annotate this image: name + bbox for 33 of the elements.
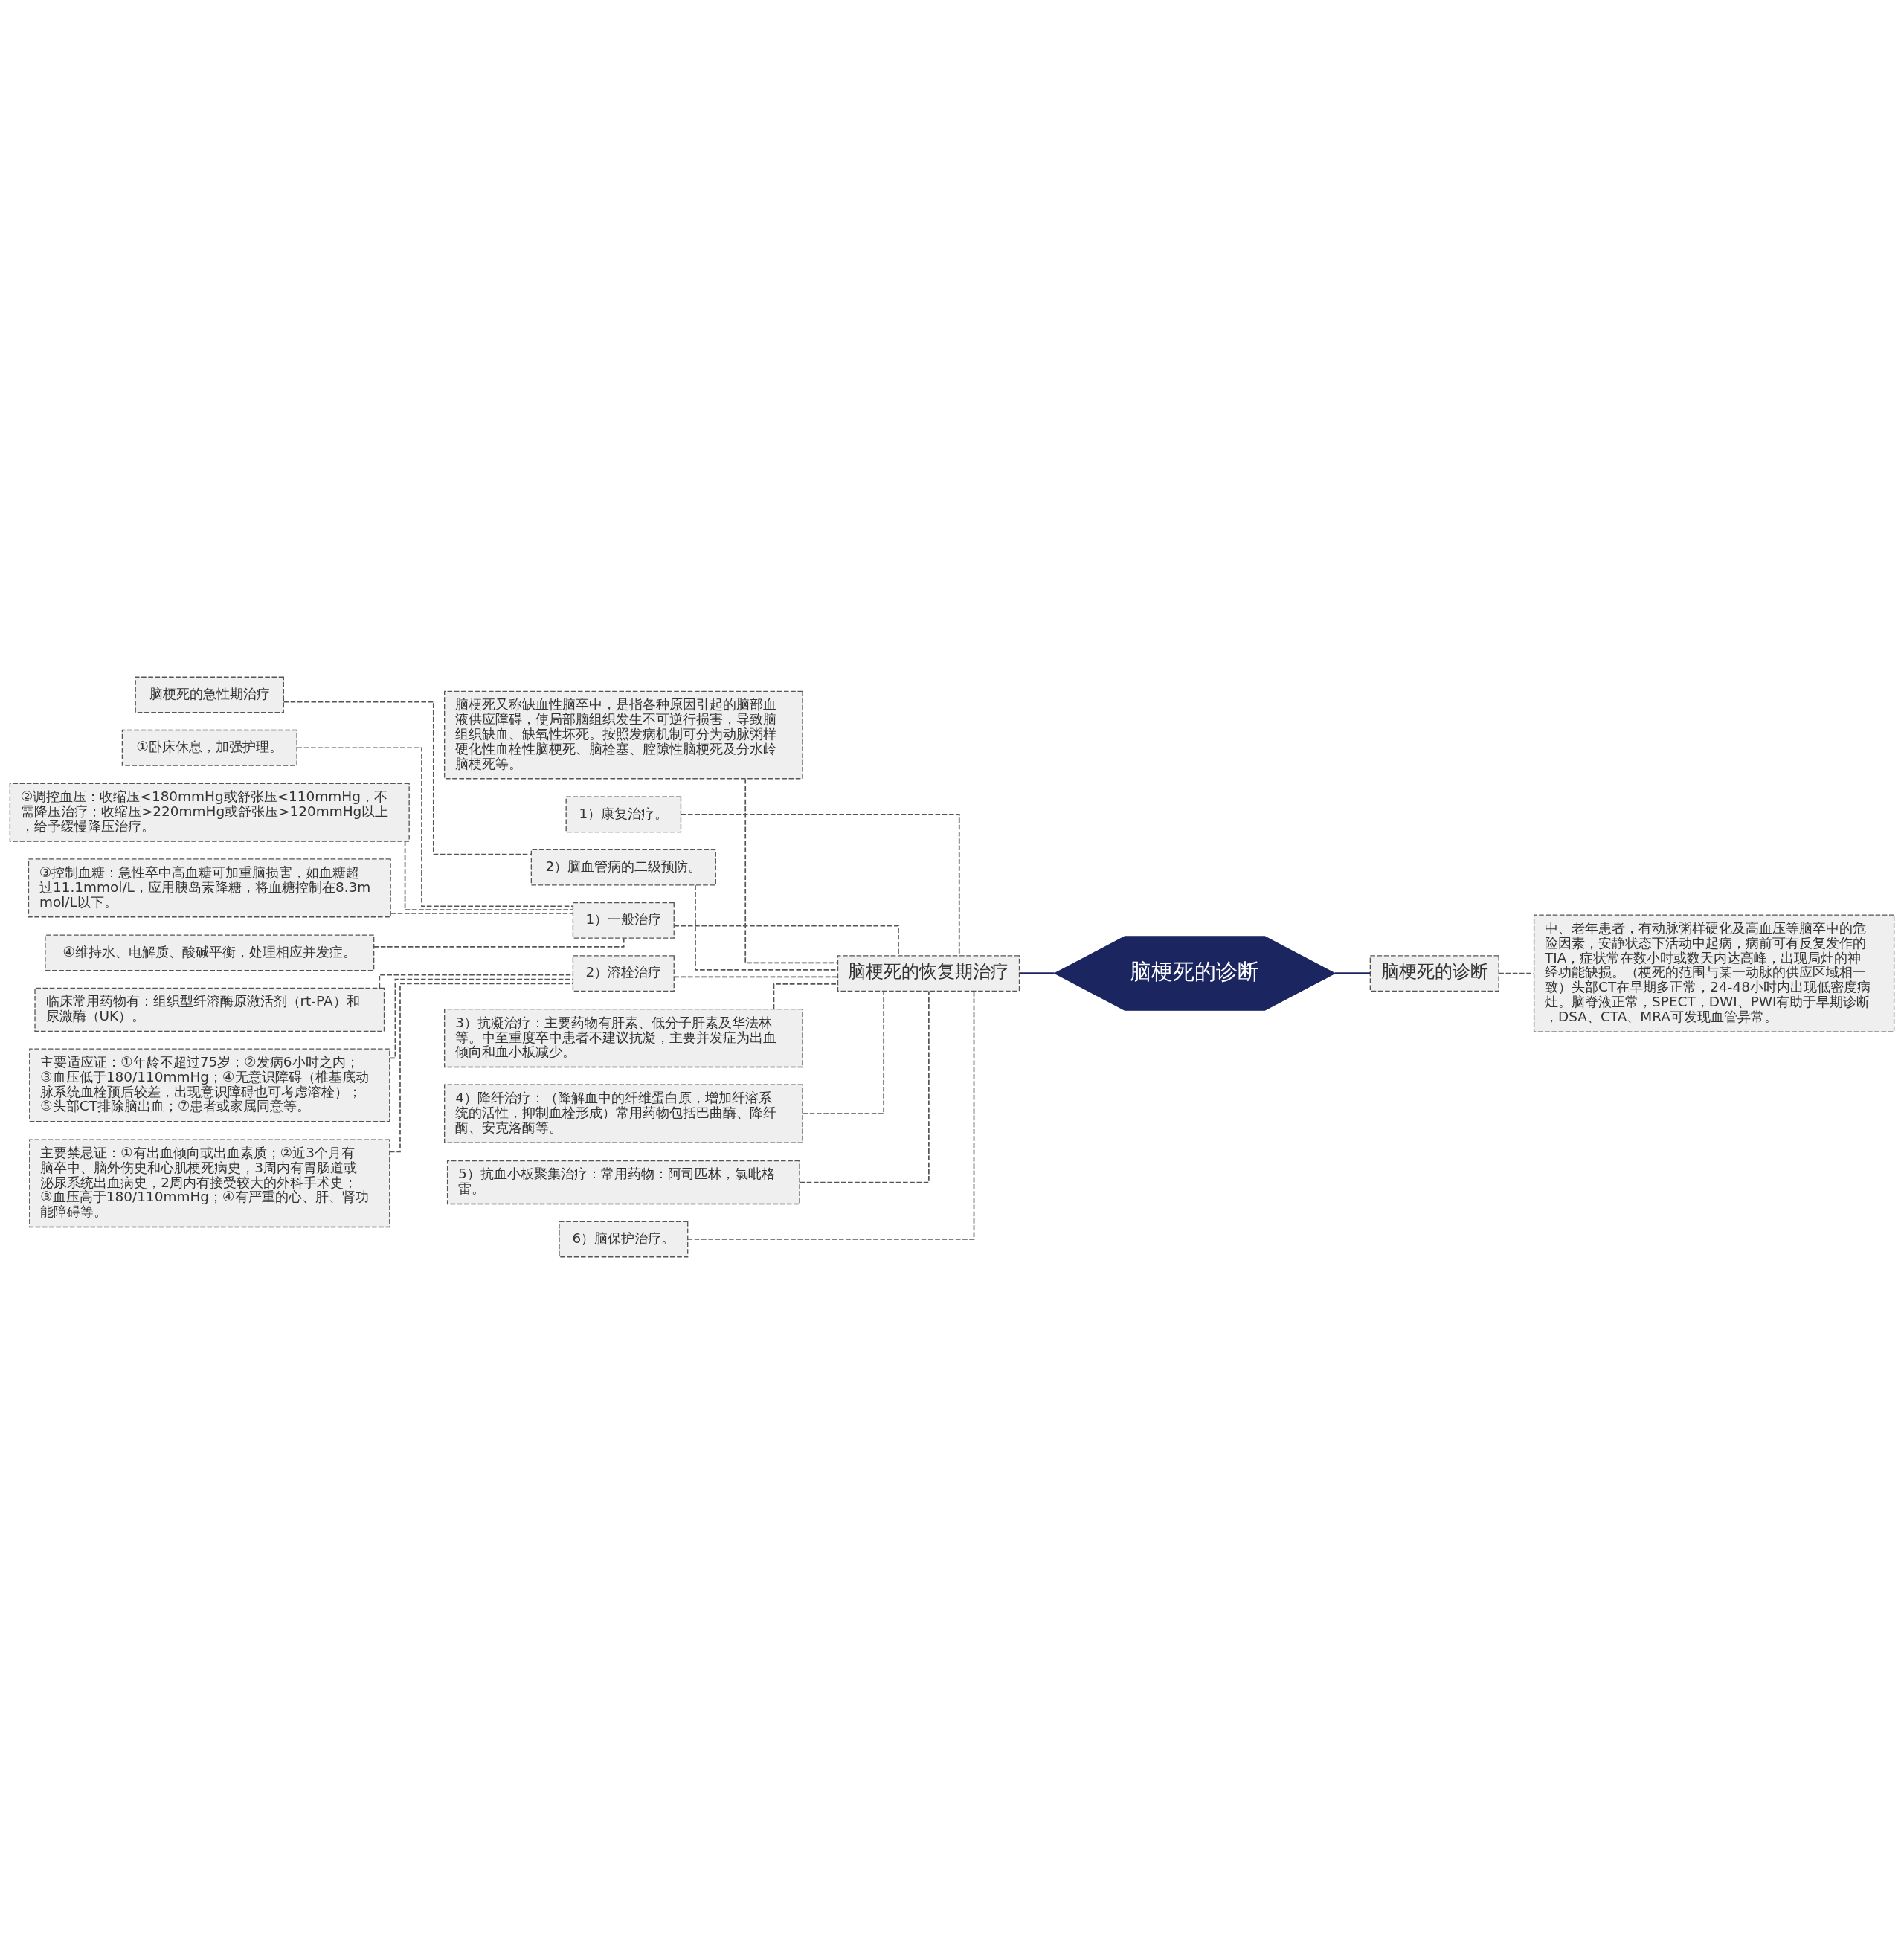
node-box: 中、老年患者，有动脉粥样硬化及高血压等脑卒中的危险因素，安静状态下活动中起病，病前可有反复发作的TIA，症状常在数小时或数天内达高峰，出现局灶的神经功能缺损。（梗死的范围与某一动脉的供应区域相一致）头部CT在早期多正常，24-48小时内出现低密度病灶。脑脊液正常，SPECT，DWI、PWI有助于早期诊断，DSA、CTA、MRA可发现血管异常。	[1533, 914, 1895, 1032]
connector	[390, 913, 573, 914]
connector	[1019, 972, 1055, 974]
node-box: 5）抗血小板聚集治疗：常用药物：阿司匹林，氯吡格雷。	[446, 1160, 800, 1205]
connector	[296, 747, 574, 907]
connector	[373, 937, 625, 948]
connector	[686, 990, 975, 1240]
node-box: 脑梗死的恢复期治疗	[837, 955, 1020, 992]
connector	[389, 978, 574, 1059]
connector	[802, 990, 885, 1115]
connector	[1334, 972, 1371, 974]
node-box: 脑梗死的急性期治疗	[135, 676, 284, 713]
connector	[283, 701, 533, 855]
node-box: 2）溶栓治疗	[572, 955, 675, 992]
node-box: 主要禁忌证：①有出血倾向或出血素质；②近3个月有脑卒中、脑外伤史和心肌梗死病史，3周内有胃肠道或泌尿系统出血病史，2周内有接受较大的外科手术史；③血压高于180/110mmHg；④有严重的心、肝、肾功能障碍等。	[29, 1139, 390, 1228]
connector	[744, 778, 839, 964]
connector	[673, 976, 839, 978]
node-box: 主要适应证：①年龄不超过75岁；②发病6小时之内；③血压低于180/110mmHg；④无意识障碍（椎基底动脉系统血栓预后较差，出现意识障碍也可考虑溶栓）；⑤头部CT排除脑出血；⑦患者或家属同意等。	[29, 1048, 390, 1122]
node-box: 1）康复治疗。	[565, 796, 682, 833]
node-box: 4）降纤治疗：（降解血中的纤维蛋白原，增加纤溶系统的活性，抑制血栓形成）常用药物包括巴曲酶、降纤酶、安克洛酶等。	[444, 1084, 803, 1143]
node-box: 3）抗凝治疗：主要药物有肝素、低分子肝素及华法林等。中至重度卒中患者不建议抗凝，主要并发症为出血倾向和血小板减少。	[444, 1009, 803, 1068]
node-box: 临床常用药物有：组织型纤溶酶原激活剂（rt-PA）和尿激酶（UK）。	[34, 987, 385, 1032]
connector	[799, 990, 930, 1183]
node-box: ④维持水、电解质、酸碱平衡，处理相应并发症。	[45, 934, 375, 971]
node-box: ②调控血压：收缩压<180mmHg或舒张压<110mmHg，不需降压治疗；收缩压>220mmHg或舒张压>120mmHg以上，给予缓慢降压治疗。	[9, 783, 410, 842]
node-box: 1）一般治疗	[572, 902, 675, 939]
node-box: 脑梗死的诊断	[1369, 955, 1499, 992]
node-box: 2）脑血管病的二级预防。	[530, 849, 716, 886]
connector	[404, 841, 574, 911]
node-box: 6）脑保护治疗。	[559, 1221, 689, 1258]
node-box: ③控制血糖：急性卒中高血糖可加重脑损害，如血糖超过11.1mmol/L，应用胰岛素降糖，将血糖控制在8.3mmol/L以下。	[28, 858, 391, 918]
node-box: 脑梗死又称缺血性脑卒中，是指各种原因引起的脑部血液供应障碍，使局部脑组织发生不可逆行损害，导致脑组织缺血、缺氧性坏死。按照发病机制可分为动脉粥样硬化性血栓性脑梗死、脑栓塞、腔隙性脑梗死及分水岭脑梗死等。	[444, 690, 803, 780]
node-box: ①卧床休息，加强护理。	[121, 729, 298, 766]
